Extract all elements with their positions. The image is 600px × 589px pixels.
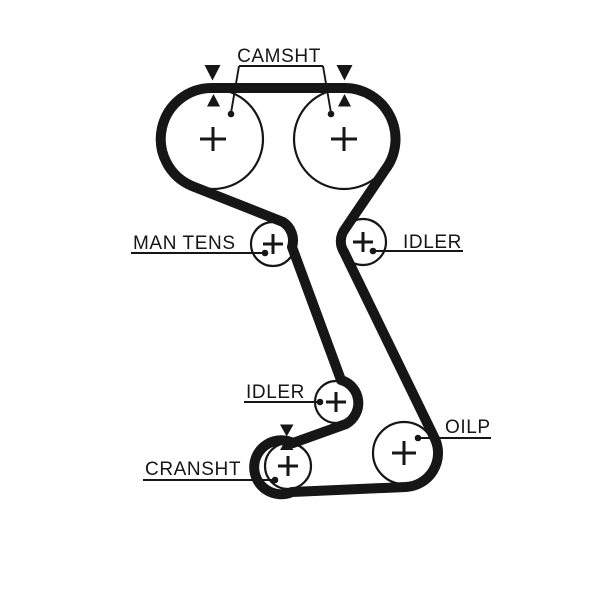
timing-mark-down-icon [204, 65, 221, 81]
labels: CAMSHT MAN TENS IDLER IDLER OILP CRANSHT [133, 46, 491, 480]
manual-tensioner-label: MAN TENS [133, 233, 236, 254]
camshaft-label: CAMSHT [237, 46, 321, 67]
timing-mark-up-icon [338, 94, 351, 107]
leader-dot [327, 110, 335, 118]
idler-upper-label: IDLER [403, 232, 462, 253]
leader-dot [261, 249, 269, 257]
idler-lower-label: IDLER [246, 382, 305, 403]
leader-dot [414, 434, 422, 442]
oil-pump-label: OILP [445, 417, 491, 438]
pulley-center-marks [200, 127, 416, 476]
crosshair-icon [392, 441, 416, 465]
crosshair-icon [353, 232, 373, 252]
timing-belt [155, 82, 444, 500]
crosshair-icon [200, 127, 226, 151]
crankshaft-label: CRANSHT [145, 459, 241, 480]
timing-marks [204, 65, 353, 450]
crosshair-icon [331, 127, 357, 151]
crosshair-icon [278, 456, 298, 476]
crosshair-icon [326, 392, 346, 412]
camshaft-bracket [227, 65, 335, 118]
leader-lines [131, 247, 491, 484]
leader-dot [271, 476, 279, 484]
leader-dot [227, 110, 235, 118]
leader-dot [369, 247, 377, 255]
timing-mark-up-icon [280, 438, 294, 450]
timing-mark-down-icon [280, 424, 294, 437]
crosshair-icon [263, 234, 283, 254]
timing-mark-down-icon [336, 65, 353, 81]
timing-mark-up-icon [207, 94, 220, 107]
leader-dot [316, 398, 324, 406]
